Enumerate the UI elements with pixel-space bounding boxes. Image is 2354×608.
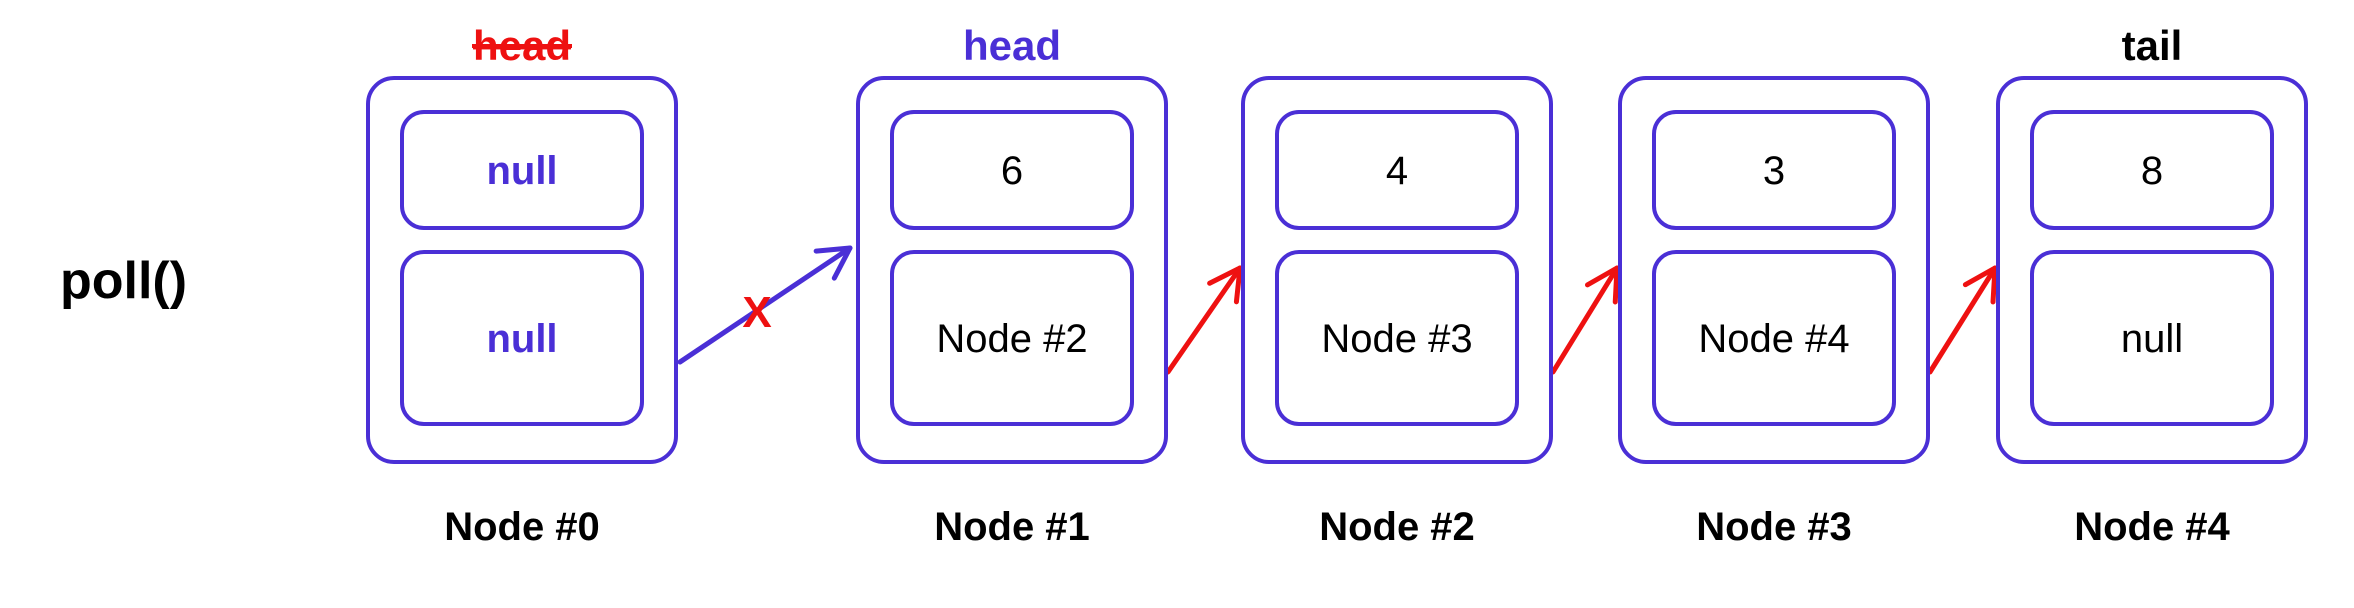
- next-text: Node #3: [1321, 317, 1472, 361]
- node-caption: Node #4: [2074, 505, 2230, 549]
- value-cell: [400, 110, 644, 230]
- value-cell: [2030, 110, 2274, 230]
- next-text: null: [2121, 317, 2183, 361]
- link-3: [1927, 265, 1998, 375]
- link-1: [1165, 265, 1243, 375]
- next-text: Node #4: [1698, 317, 1849, 361]
- next-text: Node #2: [936, 317, 1087, 361]
- link-removed-mark: X: [742, 288, 771, 337]
- next-text: null: [486, 317, 557, 361]
- node-caption: Node #0: [444, 505, 600, 549]
- value-text: 6: [1001, 149, 1023, 193]
- next-cell: [1275, 250, 1519, 426]
- value-text: 4: [1386, 149, 1408, 193]
- link-arrow-head: [813, 245, 853, 281]
- value-text: 8: [2141, 149, 2163, 193]
- node-caption: Node #2: [1319, 505, 1475, 549]
- value-text: 3: [1763, 149, 1785, 193]
- link-arrow-head: [1962, 265, 1998, 305]
- next-cell: [400, 250, 644, 426]
- link-arrow-head: [1207, 265, 1243, 305]
- links-layer: X: [677, 245, 1998, 375]
- node-caption: Node #3: [1696, 505, 1852, 549]
- link-arrow-shaft: [1165, 265, 1243, 375]
- link-arrow-shaft: [677, 245, 853, 365]
- link-arrow-shaft: [1927, 265, 1998, 375]
- value-cell: [1275, 110, 1519, 230]
- link-arrow-shaft: [1550, 265, 1620, 375]
- link-2: [1550, 265, 1620, 375]
- next-cell: [2030, 250, 2274, 426]
- next-cell: [1652, 250, 1896, 426]
- node-caption: Node #1: [934, 505, 1090, 549]
- pointer-label-tail: tail: [2122, 22, 2183, 69]
- value-text: null: [486, 149, 557, 193]
- value-cell: [890, 110, 1134, 230]
- link-0: X: [677, 245, 853, 365]
- link-arrow-head: [1584, 265, 1620, 305]
- next-cell: [890, 250, 1134, 426]
- pointer-label-head: head: [963, 22, 1061, 69]
- operation-label: poll(): [60, 252, 187, 310]
- value-cell: [1652, 110, 1896, 230]
